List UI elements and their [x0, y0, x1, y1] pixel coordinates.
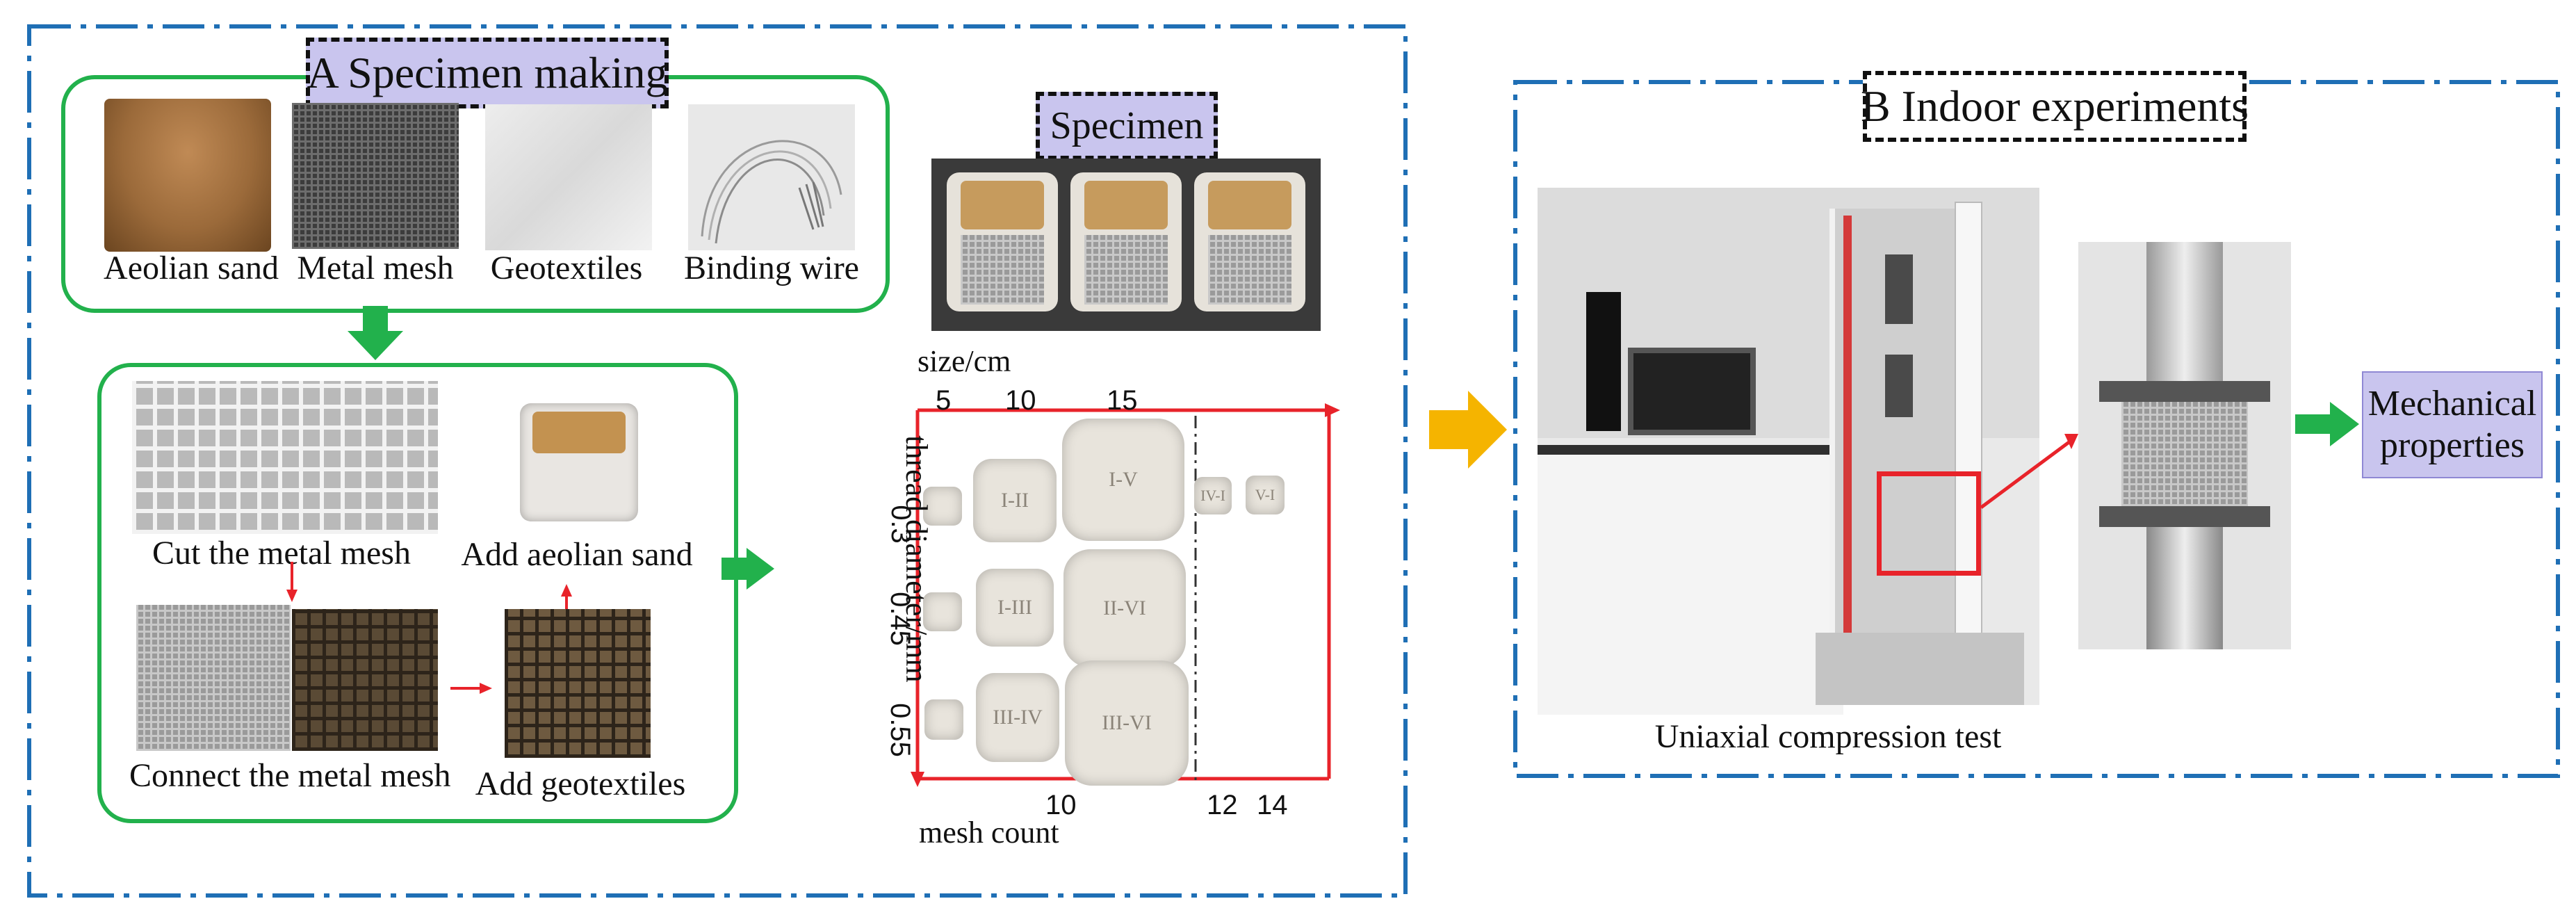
panel-b-caption: Uniaxial compression test: [1654, 718, 2002, 755]
step-cut-label: Cut the metal mesh: [152, 535, 411, 571]
down-arrow-icon: [348, 306, 403, 360]
y-tick-0-55: 0.55: [884, 703, 915, 757]
material-label-binding-wire: Binding wire: [684, 250, 859, 286]
size-label: size/cm: [918, 344, 1011, 378]
y-tick-0-45: 0.45: [884, 592, 915, 646]
sample: [923, 592, 962, 631]
x-axis-label: mesh count: [919, 816, 1059, 850]
material-label-aeolian-sand: Aeolian sand: [104, 250, 279, 286]
red-highlight-box: [1877, 471, 1981, 576]
arrow-right-small-icon: [450, 683, 492, 694]
box-with-sand-photo: [506, 375, 652, 528]
specimen-grid-axes: [911, 403, 1340, 787]
top-tick-15: 15: [1107, 385, 1138, 416]
sample: III-IV: [976, 673, 1059, 762]
connect-mesh-photo-flat: [136, 605, 291, 751]
step-add-geo-label: Add geotextiles: [475, 765, 686, 802]
y-tick-0-3: 0.3: [885, 505, 916, 544]
step-add-sand-label: Add aeolian sand: [461, 536, 693, 573]
sample: IV-I: [1194, 477, 1232, 514]
panel-b-title: B Indoor experiments: [1861, 71, 2249, 142]
sample: I-V: [1062, 419, 1184, 541]
binding-wire-photo: [688, 104, 855, 250]
sample: [923, 487, 962, 526]
green-right-arrow-icon: [2295, 402, 2359, 446]
binding-wire-icon: [701, 140, 842, 244]
mechanical-properties-label: Mechanical properties: [2362, 371, 2543, 478]
bottom-tick-10: 10: [1045, 790, 1077, 820]
sample: V-I: [1246, 476, 1285, 514]
material-label-geotextiles: Geotextiles: [490, 250, 643, 286]
testing-machine-photo: [1538, 188, 2039, 715]
sample: II-VI: [1063, 549, 1186, 667]
box-geotextile-photo: [505, 609, 651, 758]
sample: I-II: [973, 459, 1057, 542]
orange-arrow-icon: [1429, 391, 1507, 469]
sample: [924, 699, 963, 740]
arrow-down-small-icon: [286, 562, 297, 602]
right-arrow-icon: [722, 548, 774, 590]
bottom-tick-12: 12: [1207, 790, 1238, 820]
y-axis-label: thread diameter/mm: [899, 435, 934, 683]
sample: III-VI: [1065, 660, 1189, 786]
panel-a-frame: [27, 24, 1408, 898]
geotextiles-photo: [485, 104, 652, 250]
specimen-title: Specimen: [1036, 92, 1218, 160]
red-pointer-arrow-icon: [1980, 434, 2078, 510]
process-group: [97, 363, 738, 823]
close-up-photo: [2078, 242, 2291, 649]
metal-mesh-photo: [292, 103, 459, 249]
cut-mesh-photo: [132, 381, 438, 534]
top-tick-5: 5: [936, 385, 952, 416]
step-connect-label: Connect the metal mesh: [129, 757, 451, 794]
bottom-tick-14: 14: [1257, 790, 1288, 820]
top-tick-10: 10: [1005, 385, 1036, 416]
sample: I-III: [976, 569, 1054, 647]
material-label-metal-mesh: Metal mesh: [297, 250, 454, 286]
connect-mesh-photo-box: [292, 609, 438, 751]
specimen-photo: [931, 159, 1321, 331]
aeolian-sand-photo: [104, 99, 271, 252]
panel-a-title: A Specimen making: [306, 38, 669, 108]
